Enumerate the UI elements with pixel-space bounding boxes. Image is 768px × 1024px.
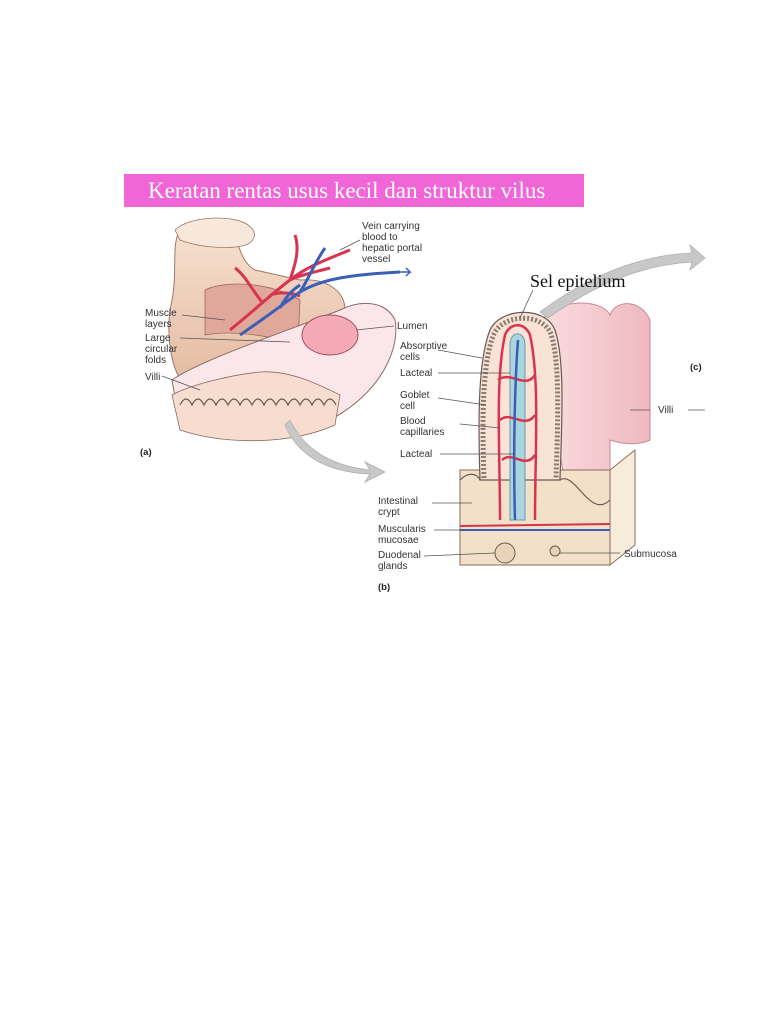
villi-folds <box>179 398 337 407</box>
lumen-opening <box>301 314 359 356</box>
label-duodenal-glands: Duodenal glands <box>378 550 424 572</box>
label-submucosa: Submucosa <box>624 549 677 560</box>
muscle-layers-band <box>204 283 301 346</box>
connector-arrow-a-to-b <box>284 419 386 483</box>
leader-capillaries <box>459 423 501 429</box>
title-banner: Keratan rentas usus kecil dan struktur v… <box>124 174 584 207</box>
intestine-tube-top <box>174 217 255 248</box>
duodenal-gland <box>494 542 516 564</box>
duodenal-gland-small <box>549 545 561 557</box>
leader-epitelium <box>519 289 534 319</box>
label-villi-a: Villi <box>145 372 160 383</box>
label-absorptive-cells: Absorptive cells <box>400 341 450 363</box>
panel-label-c: (c) <box>690 362 702 373</box>
vein-branches <box>239 247 401 337</box>
crypt-folds <box>459 473 611 506</box>
villi-layer-section <box>171 371 341 442</box>
panel-label-a: (a) <box>140 447 152 458</box>
label-intestinal-crypt: Intestinal crypt <box>378 496 421 518</box>
submucosa-artery <box>459 523 611 527</box>
label-goblet-cell: Goblet cell <box>400 390 432 412</box>
leader-lumen <box>355 325 395 331</box>
small-intestine-illustration <box>168 217 412 442</box>
label-vein: Vein carrying blood to hepatic portal ve… <box>362 221 425 265</box>
label-muscularis-mucosae: Muscularis mucosae <box>378 524 429 546</box>
capillary-vein <box>512 339 520 521</box>
label-sel-epitelium: Sel epitelium <box>530 271 625 291</box>
vein-arrow <box>400 267 412 277</box>
villus-illustration <box>459 302 651 567</box>
label-muscle-layers: Muscle layers <box>145 308 179 330</box>
panel-label-b: (b) <box>378 582 390 593</box>
leader-vein <box>339 239 361 251</box>
tissue-block-side <box>609 448 636 567</box>
leader-goblet <box>437 397 487 406</box>
label-villi-c: Villi <box>658 405 673 416</box>
label-lacteal-1: Lacteal <box>400 368 432 379</box>
blood-capillaries <box>497 324 538 521</box>
connector-arrow-to-c <box>539 243 706 319</box>
leader-absorptive <box>437 349 483 359</box>
label-lumen: Lumen <box>397 321 428 332</box>
leader-duodenal <box>423 552 496 557</box>
leader-muscle <box>181 314 226 321</box>
leader-villi-a <box>161 375 201 391</box>
label-blood-capillaries: Blood capillaries <box>400 416 444 438</box>
epithelium-layer <box>480 315 561 479</box>
leader-folds <box>179 337 291 343</box>
artery-branches <box>229 234 351 332</box>
label-lacteal-2: Lacteal <box>400 449 432 460</box>
label-circular-folds: Large circular folds <box>145 333 180 366</box>
